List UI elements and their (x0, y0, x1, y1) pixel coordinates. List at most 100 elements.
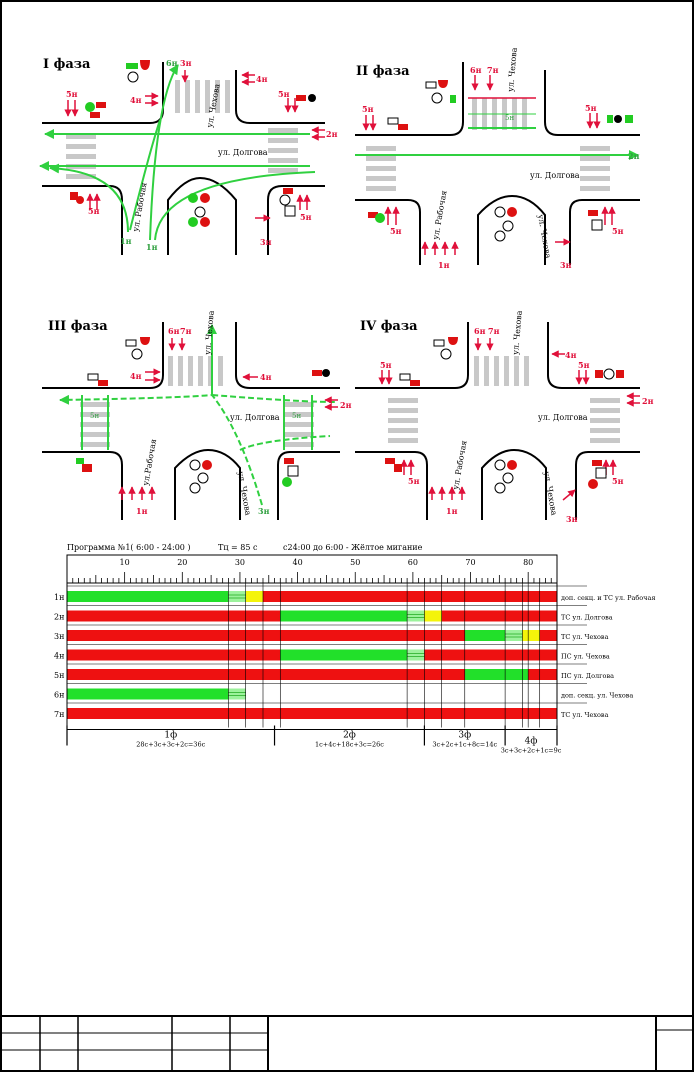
tick-label: 50 (350, 558, 360, 567)
label-5n: 5н (612, 476, 624, 486)
phase-name: 1ф (164, 731, 177, 741)
street-label: ул. Чехова (506, 47, 519, 92)
signal-segment (407, 610, 425, 622)
street-label: ул. Чехова (536, 214, 553, 260)
tick-label: 80 (523, 558, 533, 567)
signal-icon (70, 60, 316, 227)
label-5n: 5н (390, 226, 402, 236)
label-6n: 6н (470, 65, 482, 75)
label-2n: 2н (642, 396, 654, 406)
tick-label: 10 (120, 558, 130, 567)
phase-2-title: II фаза (356, 64, 410, 79)
label-4n: 4н (565, 350, 577, 360)
signal-segment (407, 649, 425, 661)
street-label: ул. Чехова (236, 471, 253, 517)
street-label: ул. Долгова (538, 413, 588, 422)
tick-label: 40 (292, 558, 302, 567)
tick-label: 70 (465, 558, 475, 567)
title-block (1, 1015, 693, 1071)
label-3n: 3н (258, 506, 270, 516)
label-7n: 7н (180, 326, 192, 336)
row-description: ТС ул. Долгова (561, 614, 613, 622)
label-3n: 3н (560, 260, 572, 270)
phase-name: 4ф (525, 737, 538, 747)
row-description: ПС ул. Долгова (561, 672, 614, 680)
row-description: ПС ул. Чехова (561, 653, 610, 661)
signal-icon (385, 337, 624, 494)
label-5n: 5н (362, 104, 374, 114)
label-7n: 7н (488, 326, 500, 336)
label-5n: 5н (612, 226, 624, 236)
signal-segment (263, 591, 557, 602)
street-label: ул. Долгова (530, 171, 580, 180)
label-3n: 3н (180, 58, 192, 68)
phase-formula: 1с+4с+18с+3с=26с (315, 741, 384, 749)
row-description: доп. секц. ул. Чехова (561, 692, 633, 700)
label-4n: 4н (256, 74, 268, 84)
street-label: ул. Рабочая (431, 190, 449, 241)
signal-segment (424, 649, 557, 661)
row-name: 3н (54, 632, 64, 641)
label-1n: 1н (146, 242, 158, 252)
label-5n: 5н (292, 412, 301, 420)
row-description: доп. секц. и ТС ул. Рабочая (561, 594, 655, 602)
signal-segment (464, 669, 529, 680)
label-6n: 6н (166, 58, 178, 68)
label-1n: 1н (438, 260, 450, 270)
label-6n: 6н (474, 326, 486, 336)
signal-cycle-diagram: Программа №1( 6:00 - 24:00 ) Тц = 85 с с… (54, 543, 655, 755)
street-label: ул. Чехова (542, 471, 559, 517)
signal-icon (76, 337, 330, 494)
signal-segment (67, 630, 465, 641)
signal-segment (528, 669, 557, 680)
phase-formula: 28с+3с+3с+2с=36с (136, 741, 205, 749)
phase-name: 3ф (458, 731, 471, 741)
label-2n: 2н (628, 151, 640, 161)
signal-segment (424, 610, 442, 622)
label-1n: 1н (120, 236, 132, 246)
phase-3-scheme: III фаза (42, 310, 352, 520)
phase-name: 2ф (343, 731, 356, 741)
signal-segment (505, 630, 523, 641)
label-5n: 5н (505, 114, 514, 122)
row-name: 1н (54, 593, 64, 602)
signal-segment (280, 610, 408, 622)
phase-1-title: I фаза (43, 57, 91, 72)
label-5n: 5н (66, 89, 78, 99)
phase-4-title: IV фаза (360, 319, 418, 334)
label-4n: 4н (260, 372, 272, 382)
label-1n: 1н (446, 506, 458, 516)
street-label: ул. Рабочая (131, 182, 149, 233)
signal-segment (228, 591, 246, 602)
street-label: ул. Чехова (511, 310, 524, 355)
signal-segment (280, 649, 408, 661)
row-description: ТС ул. Чехова (561, 711, 609, 719)
label-7n: 7н (487, 65, 499, 75)
phase-3-title: III фаза (48, 319, 108, 334)
program-label: Программа №1( 6:00 - 24:00 ) (67, 543, 191, 552)
signal-segment (67, 591, 229, 602)
tick-label: 60 (408, 558, 418, 567)
signal-segment (245, 591, 263, 602)
label-3n: 3н (260, 237, 272, 247)
label-6n: 6н (168, 326, 180, 336)
signal-segment (67, 649, 281, 661)
signal-segment (67, 669, 465, 680)
row-name: 2н (54, 613, 64, 622)
row-description: ТС ул. Чехова (561, 633, 609, 641)
signal-segment (67, 708, 557, 719)
row-name: 5н (54, 671, 64, 680)
signal-segment (522, 630, 540, 641)
signal-segment (67, 688, 229, 700)
label-2n: 2н (340, 400, 352, 410)
label-5n: 5н (408, 476, 420, 486)
row-name: 7н (54, 710, 64, 719)
signal-segment (464, 630, 506, 641)
tick-label: 20 (177, 558, 187, 567)
label-5n: 5н (578, 360, 590, 370)
phase-1-scheme: I фаза (39, 57, 338, 255)
phase-bar: 1ф28с+3с+3с+2с=36с2ф1с+4с+18с+3с=26с3ф3с… (66, 725, 562, 755)
street-label: ул. Рабочая (451, 440, 469, 491)
label-5n: 5н (585, 103, 597, 113)
